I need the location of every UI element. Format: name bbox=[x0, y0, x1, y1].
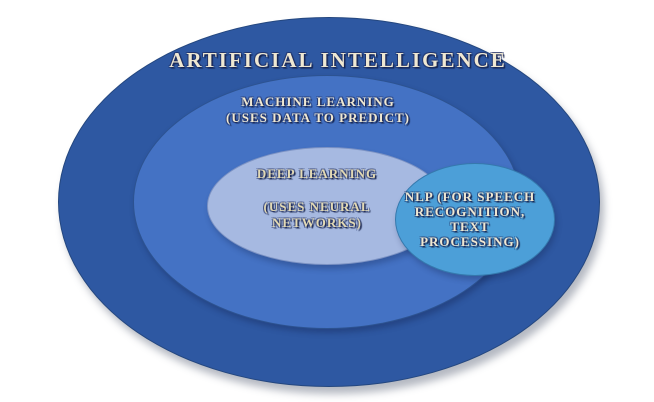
deep-learning-label-line2: (USES NEURAL bbox=[263, 199, 371, 214]
machine-learning-label: MACHINE LEARNING (USES DATA TO PREDICT) bbox=[118, 94, 518, 126]
deep-learning-label: DEEP LEARNING (USES NEURAL NETWORKS) bbox=[217, 166, 417, 231]
diagram-title: ARTIFICIAL INTELLIGENCE bbox=[88, 48, 588, 73]
deep-learning-label-line1: DEEP LEARNING bbox=[256, 166, 378, 181]
machine-learning-label-line2: (USES DATA TO PREDICT) bbox=[226, 110, 410, 125]
nlp-label-line4: PROCESSING) bbox=[420, 234, 520, 249]
deep-learning-label-line3: NETWORKS) bbox=[272, 215, 362, 230]
nlp-label-line2: RECOGNITION, bbox=[414, 204, 526, 219]
nlp-label: NLP (FOR SPEECH RECOGNITION, TEXT PROCES… bbox=[390, 189, 550, 249]
nlp-label-line1: NLP (FOR SPEECH bbox=[404, 189, 536, 204]
nlp-ellipse bbox=[395, 163, 555, 276]
artificial-intelligence-label: ARTIFICIAL INTELLIGENCE bbox=[169, 48, 507, 72]
machine-learning-label-line1: MACHINE LEARNING bbox=[241, 94, 395, 109]
nlp-label-line3: TEXT bbox=[450, 219, 490, 234]
